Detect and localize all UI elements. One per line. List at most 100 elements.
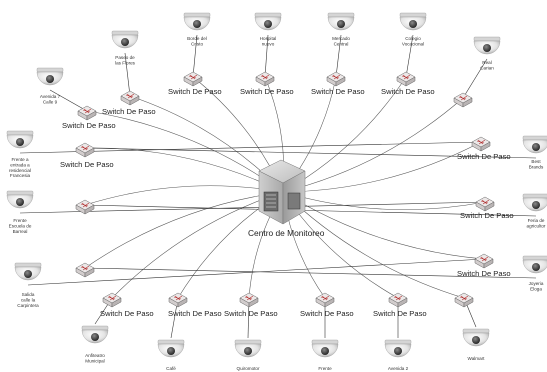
switch-label: Switch De Paso [311, 87, 365, 96]
switch-icon [453, 92, 473, 108]
camera-label: Walmart [468, 356, 486, 361]
switch-node: Switch De Paso [457, 253, 511, 278]
dome-camera-icon [6, 190, 34, 209]
switch-label: Switch De Paso [100, 309, 154, 318]
camera-link [19, 141, 482, 154]
monitoring-center-label: Centro de Monitoreo [248, 228, 325, 238]
switch-icon [474, 253, 494, 269]
monitoring-center-icon [258, 159, 306, 225]
switch-icon [75, 142, 95, 158]
camera-node: Walmart [462, 328, 490, 361]
dome-camera-icon [473, 36, 501, 55]
camera-link [405, 34, 414, 78]
dome-camera-icon [111, 30, 139, 49]
dome-camera-icon [157, 339, 185, 358]
dome-camera-icon [36, 67, 64, 86]
switch-icon [239, 292, 259, 308]
monitoring-center: Centro de Monitoreo [248, 159, 325, 238]
dome-camera-icon [522, 135, 547, 154]
camera-link [124, 52, 131, 97]
switch-node: Switch De Paso [60, 142, 114, 169]
switch-label: Switch De Paso [457, 269, 511, 278]
switch-node: Switch De Paso [102, 90, 156, 116]
switch-node [454, 292, 474, 308]
camera-label: Frente [318, 366, 332, 371]
switch-node [453, 92, 473, 108]
dome-camera-icon [522, 193, 547, 212]
switch-icon [75, 262, 95, 278]
camera-switch-links [19, 34, 537, 339]
dome-camera-icon [183, 12, 211, 31]
switch-node: Switch De Paso [168, 292, 222, 318]
camera-link [264, 34, 269, 78]
switch-icon [75, 199, 95, 215]
switch-node: Switch De Paso [457, 136, 511, 161]
switch-icon [77, 105, 97, 121]
switch-label: Switch De Paso [168, 309, 222, 318]
switch-icon [183, 71, 203, 87]
network-link [84, 147, 284, 193]
camera-link [19, 201, 486, 214]
switch-node: Switch De Paso [100, 292, 154, 318]
switch-label: Switch De Paso [460, 211, 514, 220]
switch-label: Switch De Paso [60, 160, 114, 169]
switch-node: Switch De Paso [311, 71, 365, 96]
camera-link [192, 34, 198, 78]
switch-icon [315, 292, 335, 308]
dome-camera-icon [311, 339, 339, 358]
switch-icon [396, 71, 416, 87]
switch-icon [168, 292, 188, 308]
switch-node: Switch De Paso [240, 71, 294, 96]
camera-link [335, 34, 342, 78]
network-link [282, 97, 464, 193]
switch-label: Switch De Paso [224, 309, 278, 318]
camera-node: Frente [311, 339, 339, 371]
switch-label: Switch De Paso [240, 87, 294, 96]
switch-label: Switch De Paso [457, 152, 511, 161]
switch-label: Switch De Paso [168, 87, 222, 96]
switch-label: Switch De Paso [300, 309, 354, 318]
switch-icon [388, 292, 408, 308]
switch-label: Switch De Paso [373, 309, 427, 318]
switch-node [75, 199, 95, 215]
network-link [282, 141, 482, 193]
switch-label: Switch De Paso [102, 107, 156, 116]
camera-node: Avenida 2 [384, 339, 412, 371]
switch-node: Switch De Paso [373, 292, 427, 318]
dome-camera-icon [14, 262, 42, 281]
switch-nodes: Switch De Paso Switch De Paso Switch De … [60, 71, 514, 318]
camera-node: Café [157, 339, 185, 371]
switch-node: Switch De Paso [300, 292, 354, 318]
switch-node: Switch De Paso [381, 71, 435, 96]
network-link [84, 185, 284, 206]
dome-camera-icon [522, 255, 547, 274]
switch-node: Switch De Paso [168, 71, 222, 96]
dome-camera-icon [462, 328, 490, 347]
